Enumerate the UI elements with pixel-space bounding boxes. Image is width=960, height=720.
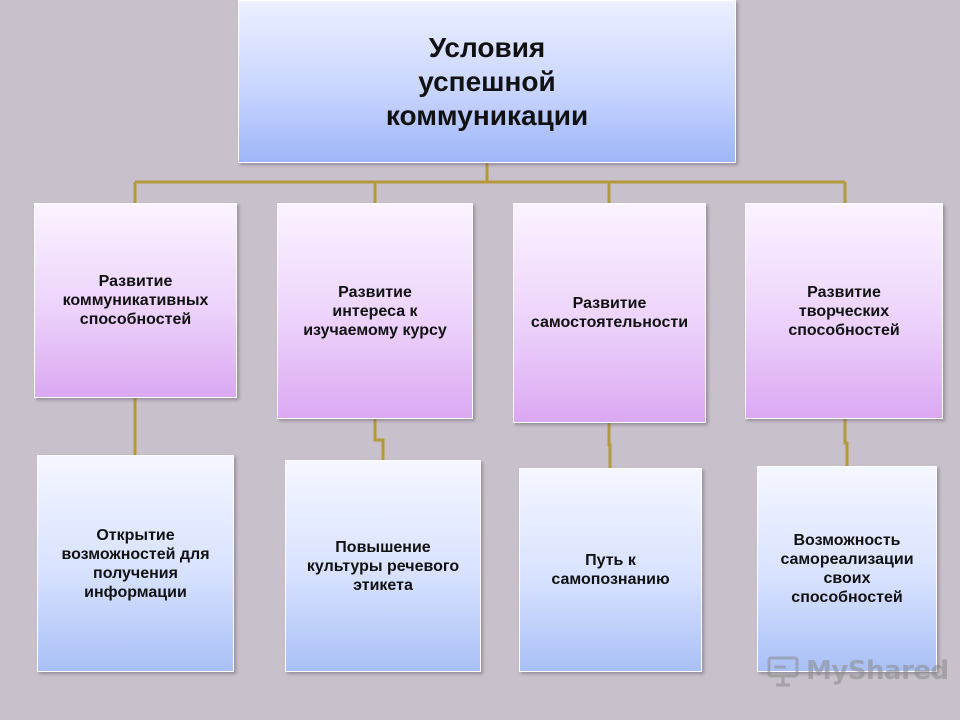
watermark: MyShared [766, 654, 949, 688]
presentation-board-icon [767, 656, 799, 687]
connector-branch-2-child [373, 419, 385, 460]
watermark-text: MyShared [806, 656, 949, 686]
connector-branch-4-child [843, 419, 849, 466]
connector-branch-3-child [607, 423, 612, 468]
